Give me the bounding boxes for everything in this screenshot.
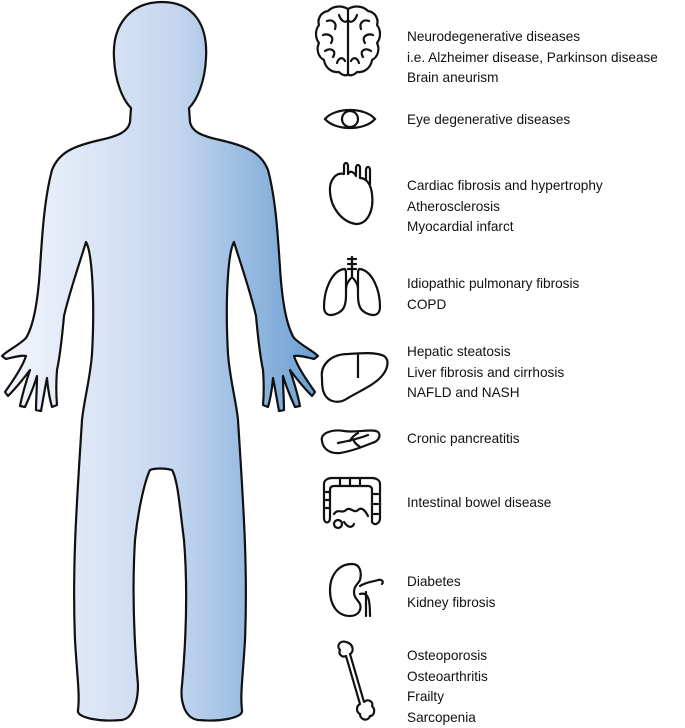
intestine-diseases-label: Intestinal bowel disease xyxy=(407,493,551,514)
label-line: Hepatic steatosis xyxy=(407,342,564,363)
label-line: Eye degenerative diseases xyxy=(407,110,570,131)
neurodegenerative-diseases-label: Neurodegenerative diseases i.e. Alzheime… xyxy=(407,27,658,89)
cardiac-diseases-label: Cardiac fibrosis and hypertrophy Atheros… xyxy=(407,176,603,238)
lungs-icon xyxy=(320,255,384,319)
pancreas-diseases-label: Cronic pancreatitis xyxy=(407,429,520,450)
bone-icon xyxy=(334,638,376,722)
eye-diseases-label: Eye degenerative diseases xyxy=(407,110,570,131)
label-line: Cronic pancreatitis xyxy=(407,429,520,450)
label-line: Intestinal bowel disease xyxy=(407,493,551,514)
brain-icon xyxy=(313,3,383,83)
label-line: Diabetes xyxy=(407,572,495,593)
label-line: Osteoarthritis xyxy=(407,667,488,688)
label-line: NAFLD and NASH xyxy=(407,383,564,404)
kidney-icon xyxy=(326,560,388,620)
label-line: Myocardial infarct xyxy=(407,217,603,238)
liver-diseases-label: Hepatic steatosis Liver fibrosis and cir… xyxy=(407,342,564,404)
kidney-diseases-label: Diabetes Kidney fibrosis xyxy=(407,572,495,613)
label-line: Idiopathic pulmonary fibrosis xyxy=(407,274,579,295)
label-line: Brain aneurism xyxy=(407,68,658,89)
body-outline xyxy=(2,2,318,721)
label-line: i.e. Alzheimer disease, Parkinson diseas… xyxy=(407,48,658,69)
label-line: Cardiac fibrosis and hypertrophy xyxy=(407,176,603,197)
liver-icon xyxy=(318,348,390,408)
label-line: COPD xyxy=(407,295,579,316)
label-line: Atherosclerosis xyxy=(407,197,603,218)
label-line: Frailty xyxy=(407,687,488,708)
bone-muscle-diseases-label: Osteoporosis Osteoarthritis Frailty Sarc… xyxy=(407,646,488,728)
label-line: Liver fibrosis and cirrhosis xyxy=(407,363,564,384)
pulmonary-diseases-label: Idiopathic pulmonary fibrosis COPD xyxy=(407,274,579,315)
intestine-icon xyxy=(316,474,386,536)
pancreas-icon xyxy=(318,425,382,455)
eye-icon xyxy=(323,103,377,135)
label-line: Kidney fibrosis xyxy=(407,593,495,614)
label-line: Osteoporosis xyxy=(407,646,488,667)
heart-icon xyxy=(326,160,376,228)
label-line: Neurodegenerative diseases xyxy=(407,27,658,48)
